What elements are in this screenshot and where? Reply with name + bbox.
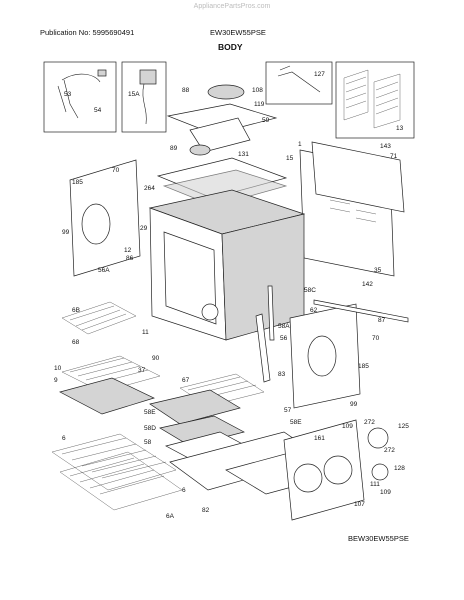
callout-label: 56: [280, 335, 288, 342]
back-cover-drawing: [311, 141, 405, 213]
callout-label: 86: [126, 255, 134, 262]
callout-label: 67: [182, 377, 190, 384]
callout-label: 12: [124, 247, 132, 254]
callout-label: 15A: [128, 91, 140, 98]
callout-label: 1: [298, 141, 302, 148]
front-strip-drawing: [255, 313, 271, 383]
callout-label: 264: [144, 185, 155, 192]
callout-label: 142: [362, 281, 373, 288]
inset-box-wiring: [43, 61, 117, 133]
callout-label: 59: [262, 117, 270, 124]
callout-label: 119: [254, 101, 265, 108]
left-panel-oval-drawing: [81, 203, 111, 245]
callout-label: 89: [170, 145, 178, 152]
fan-grill-left-drawing: [293, 463, 323, 493]
cavity-opening-drawing: [163, 231, 217, 325]
callout-label: 131: [238, 151, 249, 158]
callout-label: 70: [372, 335, 380, 342]
callout-label: 58A: [278, 323, 290, 330]
fan-blade-drawing: [367, 427, 389, 449]
callout-label: 109: [380, 489, 391, 496]
callout-label: 87: [378, 317, 386, 324]
callout-label: 58E: [290, 419, 302, 426]
inset-box-probe: [265, 61, 333, 105]
callout-label: 68: [72, 339, 80, 346]
callout-label: 143: [380, 143, 391, 150]
callout-label: 127: [314, 71, 325, 78]
callout-label: 10: [54, 365, 62, 372]
callout-label: 6B: [72, 307, 80, 314]
wire-harness-drawing: [57, 73, 101, 119]
connector-drawing: [97, 69, 107, 77]
callout-label: 109: [342, 423, 353, 430]
motor-small-drawing: [189, 144, 211, 156]
callout-label: 99: [62, 229, 70, 236]
publication-number: Publication No: 5995690491: [40, 28, 135, 37]
rack-supports-drawing: [343, 69, 401, 129]
callout-label: 88: [182, 87, 190, 94]
inset-box-racks: [335, 61, 415, 139]
callout-label: 185: [72, 179, 83, 186]
callout-label: 56A: [98, 267, 110, 274]
fan-motor-lower-drawing: [371, 463, 389, 481]
right-panel-oval-drawing: [307, 335, 337, 377]
callout-labels: 53 54 15A 88 108 119 127 59 13 89 131 15…: [54, 71, 409, 520]
model-number: EW30EW55PSE: [210, 28, 266, 37]
diagram-code: BEW30EW55PSE: [348, 534, 409, 543]
callout-label: 9: [54, 377, 58, 384]
insulation-lower-drawing: [159, 415, 245, 447]
callout-label: 111: [370, 481, 380, 488]
callout-label: 29: [140, 225, 148, 232]
callout-label: 107: [354, 501, 365, 508]
callout-label: 13: [396, 125, 404, 132]
callout-label: 11: [142, 329, 149, 336]
callout-label: 15: [286, 155, 294, 162]
callout-label: 272: [384, 447, 395, 454]
watermark-text: AppliancePartsPros.com: [193, 3, 271, 10]
callout-label: 108: [252, 87, 263, 94]
callout-label: 90: [152, 355, 160, 362]
callout-label: 70: [112, 167, 120, 174]
callout-label: 57: [284, 407, 292, 414]
callout-label: 125: [398, 423, 409, 430]
callout-label: 128: [394, 465, 405, 472]
heat-shield-drawing: [149, 389, 241, 425]
callout-label: 71: [390, 153, 398, 160]
callout-label: 185: [358, 363, 369, 370]
fan-motor-drawing: [207, 84, 245, 100]
inset-box-sensor: [121, 61, 167, 133]
front-strip-2-drawing: [267, 285, 275, 341]
rear-rail-drawing: [313, 299, 409, 323]
cavity-light-drawing: [201, 303, 219, 321]
callout-label: 62: [310, 307, 318, 314]
probe-drawing: [277, 65, 321, 93]
bake-element-drawing: [61, 301, 137, 335]
callout-label: 37: [138, 367, 146, 374]
sensor-block-drawing: [139, 69, 157, 85]
callout-label: 272: [364, 419, 375, 426]
lower-rack-drawing: [51, 433, 183, 511]
callout-label: 82: [202, 507, 210, 514]
back-panel-vents-drawing: [329, 199, 377, 223]
callout-label: 161: [314, 435, 325, 442]
section-title: BODY: [218, 42, 243, 52]
callout-label: 83: [278, 371, 286, 378]
callout-label: 53: [64, 91, 72, 98]
sensor-wire-drawing: [142, 83, 147, 125]
callout-label: 54: [94, 107, 102, 114]
callout-label: 58: [144, 439, 152, 446]
callout-label: 35: [374, 267, 382, 274]
callout-label: 58C: [304, 287, 316, 294]
callout-label: 6: [62, 435, 66, 442]
fan-grill-right-drawing: [323, 455, 353, 485]
callout-label: 99: [350, 401, 358, 408]
callout-label: 6: [182, 487, 186, 494]
callout-label: 58D: [144, 425, 156, 432]
callout-label: 58E: [144, 409, 156, 416]
broil-pan-drawing: [59, 377, 155, 415]
callout-label: 6A: [166, 513, 175, 520]
